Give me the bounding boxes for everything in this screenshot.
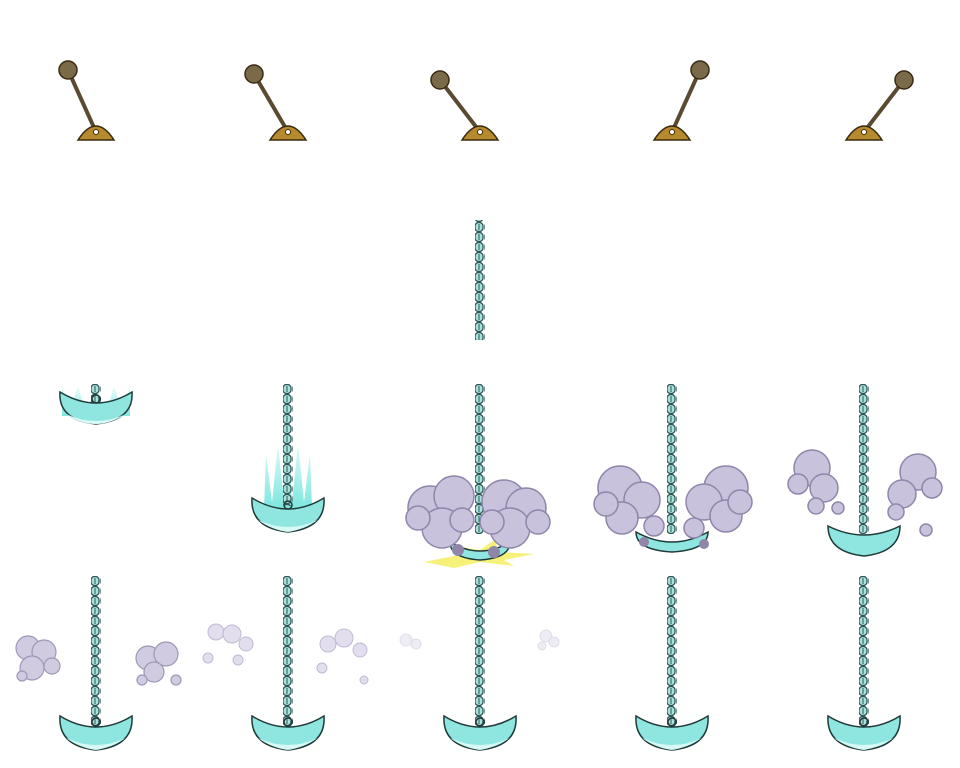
smoke-cloud bbox=[405, 475, 551, 549]
smoke-cloud bbox=[15, 635, 182, 686]
lever-stick bbox=[438, 78, 482, 134]
lever-icon bbox=[58, 60, 116, 141]
anchor-impact-frame-3 bbox=[768, 384, 960, 576]
anchor-settle-frame-3 bbox=[384, 576, 576, 768]
anchor-settle-frame-4 bbox=[576, 576, 768, 768]
lever-frame-1 bbox=[0, 0, 192, 192]
anchor-impact-icon bbox=[405, 384, 551, 568]
lever-stick bbox=[862, 78, 906, 134]
anchor-settle-frame-2 bbox=[192, 576, 384, 768]
anchor-settle-icon bbox=[827, 576, 901, 751]
anchor-settle-icon bbox=[202, 576, 369, 751]
lever-frame-4 bbox=[576, 0, 768, 192]
smoke-cloud bbox=[593, 465, 753, 539]
anchor-drop-frame-2 bbox=[192, 384, 384, 576]
anchor-impact-frame-1 bbox=[384, 384, 576, 576]
lever-icon bbox=[652, 60, 710, 141]
lever-knob bbox=[894, 70, 914, 90]
lever-frame-5 bbox=[768, 0, 960, 192]
chain-frame bbox=[384, 192, 576, 384]
anchor-impact-frame-2 bbox=[576, 384, 768, 576]
chain-icon bbox=[475, 220, 485, 340]
smoke-cloud bbox=[399, 629, 560, 651]
anchor-settle-icon bbox=[635, 576, 709, 751]
lever-frame-3 bbox=[384, 0, 576, 192]
lever-knob bbox=[690, 60, 710, 80]
anchor-settle-frame-1 bbox=[0, 576, 192, 768]
anchor-blade bbox=[59, 714, 133, 751]
anchor-settle-icon bbox=[399, 576, 560, 751]
anchor-drop-frame-1 bbox=[0, 384, 192, 576]
anchor-blade bbox=[443, 714, 517, 751]
anchor-blade bbox=[635, 714, 709, 751]
lever-knob bbox=[244, 64, 264, 84]
anchor-blade bbox=[827, 714, 901, 751]
lever-stick bbox=[670, 68, 702, 134]
lever-icon bbox=[844, 70, 914, 141]
smoke-cloud bbox=[202, 623, 369, 685]
lever-icon bbox=[244, 64, 308, 141]
anchor-drop-icon bbox=[59, 384, 133, 425]
anchor-settle-frame-5 bbox=[768, 576, 960, 768]
anchor-blade bbox=[251, 714, 325, 751]
lever-knob bbox=[430, 70, 450, 90]
anchor-drop-icon bbox=[251, 384, 325, 533]
lever-stick bbox=[66, 68, 98, 134]
lever-frame-2 bbox=[192, 0, 384, 192]
lever-knob bbox=[58, 60, 78, 80]
anchor-impact-icon bbox=[593, 384, 753, 553]
anchor-settle-icon bbox=[15, 576, 182, 751]
anchor-impact-icon bbox=[787, 384, 943, 557]
lever-icon bbox=[430, 70, 500, 141]
lever-stick bbox=[252, 72, 290, 134]
smoke-cloud bbox=[787, 449, 943, 537]
